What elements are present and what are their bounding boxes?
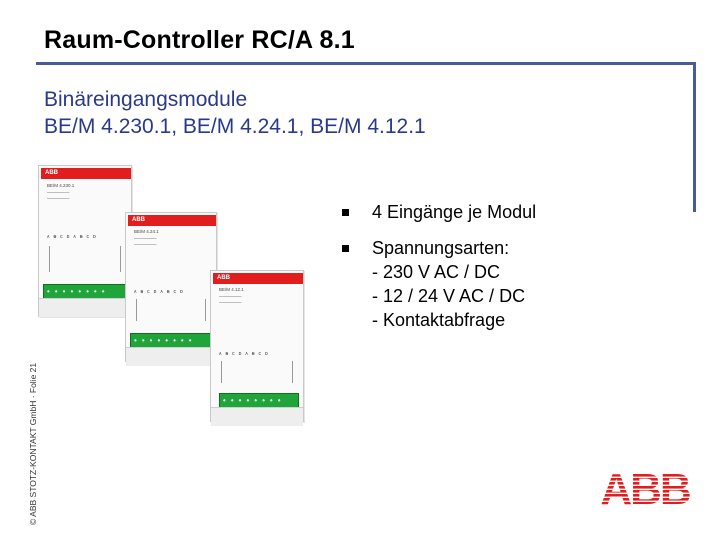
subtitle-line-2: BE/M 4.230.1, BE/M 4.24.1, BE/M 4.12.1: [44, 115, 426, 138]
module-brand-label: ABB: [41, 168, 131, 179]
slide-subtitle: Binäreingangsmodule BE/M 4.230.1, BE/M 4…: [44, 86, 426, 140]
feature-list: 4 Eingänge je Modul Spannungsarten: - 23…: [340, 200, 690, 344]
feature-item-text: Spannungsarten:: [372, 238, 510, 258]
module-spec-text: ――――――――――: [134, 236, 157, 247]
module-brand-label: ABB: [213, 273, 303, 284]
feature-item-text: 4 Eingänge je Modul: [372, 202, 537, 222]
module-wiring: [136, 299, 206, 321]
module-terminal-screws: ••••••••: [134, 336, 192, 345]
side-credit: © ABB STOTZ-KONTAKT GmbH · Folie 21: [28, 362, 38, 525]
module-name-label: BE/M 4.12.1: [219, 287, 244, 292]
module-name-label: BE/M 4.230.1: [47, 183, 75, 188]
module-wiring: [49, 246, 121, 272]
feature-item-voltage: Spannungsarten: - 230 V AC / DC - 12 / 2…: [340, 236, 690, 332]
slide-title: Raum-Controller RC/A 8.1: [44, 26, 355, 54]
frame-top-line: [36, 62, 696, 65]
module-brand-label: ABB: [128, 215, 216, 226]
feature-subline: - Kontaktabfrage: [372, 310, 506, 330]
feature-subline: - 230 V AC / DC: [372, 262, 501, 282]
feature-item-lines: Spannungsarten: - 230 V AC / DC - 12 / 2…: [372, 236, 690, 332]
module-base: [126, 347, 216, 366]
module-base: [211, 407, 303, 426]
subtitle-line-1: Binäreingangsmodule: [44, 88, 248, 111]
frame-right-line: [693, 62, 696, 212]
module-base: [39, 298, 131, 317]
module-name-label: BE/M 4.24.1: [134, 229, 159, 234]
feature-subline: - 12 / 24 V AC / DC: [372, 286, 526, 306]
feature-item-inputs: 4 Eingänge je Modul: [340, 200, 690, 224]
svg-text:ABB: ABB: [600, 470, 690, 506]
bullet-square-icon: [342, 209, 349, 216]
abb-logo-icon: ABB: [600, 470, 690, 506]
module-wiring: [221, 361, 293, 383]
module-spec-text: ――――――――――: [47, 190, 70, 201]
module-spec-text: ――――――――――: [219, 294, 242, 305]
module-terminal-screws: ••••••••: [47, 287, 105, 296]
bullet-square-icon: [342, 245, 349, 252]
module-terminal-screws: ••••••••: [223, 396, 281, 405]
